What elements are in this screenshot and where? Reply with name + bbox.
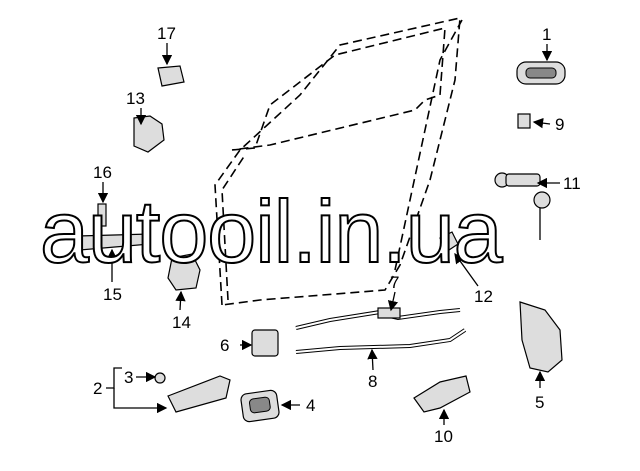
callout-7: 7 bbox=[390, 273, 399, 292]
part-17-bumper bbox=[157, 65, 185, 87]
part-9-clip bbox=[517, 113, 531, 129]
callout-12: 12 bbox=[474, 287, 493, 306]
part-12-rod-clip bbox=[439, 231, 459, 253]
part-7-rod bbox=[295, 307, 461, 330]
callout-9: 9 bbox=[555, 115, 564, 134]
callout-1: 1 bbox=[542, 25, 551, 44]
callout-6: 6 bbox=[220, 336, 229, 355]
part-16-bolt bbox=[97, 203, 107, 227]
callout-11: 11 bbox=[563, 174, 581, 193]
part-5-latch bbox=[519, 301, 563, 373]
callout-2: 2 bbox=[93, 379, 102, 398]
part-10-shield bbox=[413, 375, 471, 413]
callout-15: 15 bbox=[103, 285, 122, 304]
part-8-rod bbox=[295, 328, 467, 354]
part-6-switch bbox=[251, 329, 279, 357]
part-15-door-check bbox=[77, 233, 151, 251]
callout-14: 14 bbox=[172, 313, 191, 332]
leader-lines bbox=[97, 43, 560, 425]
callout-13: 13 bbox=[126, 89, 145, 108]
callout-17: 17 bbox=[157, 24, 176, 43]
callout-10: 10 bbox=[434, 427, 453, 446]
callout-4: 4 bbox=[306, 396, 315, 415]
part-13-hinge-upper bbox=[133, 115, 165, 153]
part-2-handle-assembly bbox=[154, 372, 231, 413]
callout-labels: 1 2 3 4 5 6 7 8 9 10 11 12 13 14 15 16 1… bbox=[93, 24, 581, 446]
watermark: autooil.in.ua bbox=[40, 182, 503, 281]
callout-8: 8 bbox=[368, 372, 377, 391]
callout-3: 3 bbox=[124, 368, 133, 387]
part-1-outside-handle bbox=[516, 61, 566, 85]
part-14-hinge-lower bbox=[167, 253, 201, 291]
callout-16: 16 bbox=[93, 163, 112, 182]
callout-5: 5 bbox=[535, 393, 544, 412]
door-outline bbox=[214, 16, 463, 306]
part-4-inside-handle bbox=[240, 389, 280, 423]
